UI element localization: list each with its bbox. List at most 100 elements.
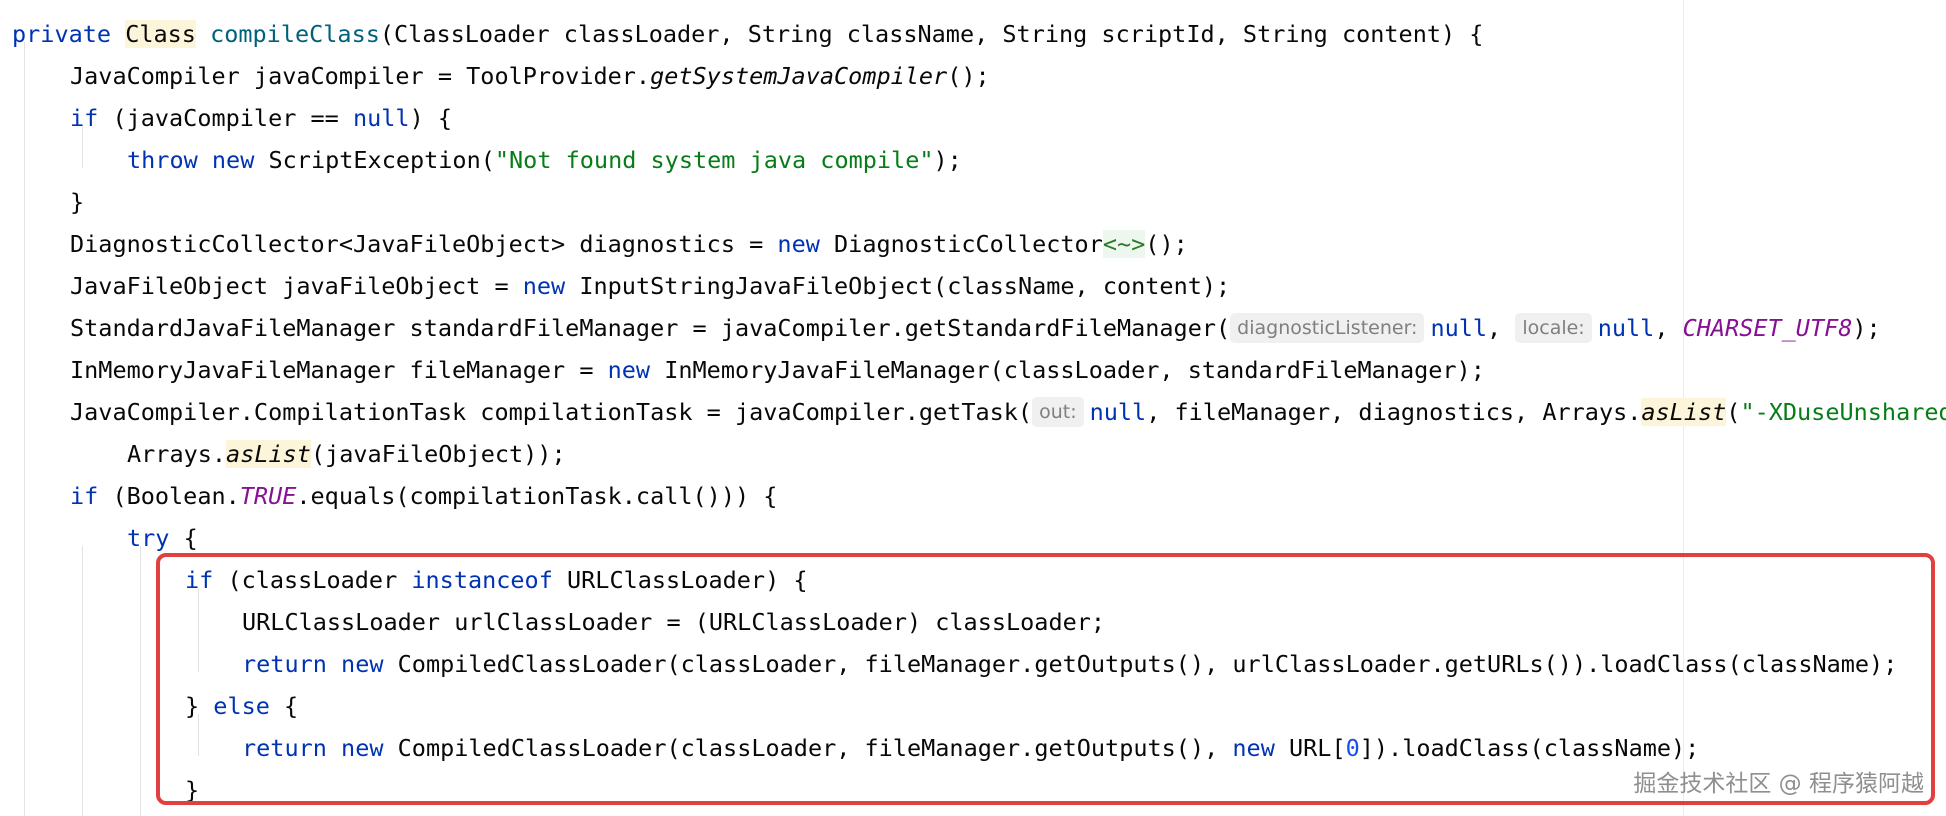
code-line-13[interactable]: try { <box>127 517 198 559</box>
indent-guide <box>82 126 83 168</box>
code-text: ScriptException( <box>254 146 495 174</box>
keyword: return <box>242 650 327 678</box>
code-text: } <box>185 692 214 720</box>
code-text: DiagnosticCollector <box>819 230 1103 258</box>
watermark: 掘金技术社区 @ 程序猿阿越 <box>1633 771 1924 797</box>
keyword: new <box>341 650 384 678</box>
parameter-hint: locale: <box>1515 313 1592 343</box>
code-text: } <box>70 188 85 216</box>
indent-guide <box>24 42 25 816</box>
code-line-11[interactable]: Arrays.asList(javaFileObject)); <box>127 433 566 475</box>
indent-guide <box>198 588 199 672</box>
method-name: compileClass <box>210 20 380 48</box>
number-literal: 0 <box>1345 734 1360 762</box>
code-text: JavaFileObject javaFileObject = <box>70 272 523 300</box>
code-line-16[interactable]: return new CompiledClassLoader(classLoad… <box>242 643 1897 685</box>
code-line-1[interactable]: private Class compileClass(ClassLoader c… <box>12 13 1483 55</box>
code-text: (ClassLoader classLoader, String classNa… <box>379 20 1484 48</box>
code-text: InputStringJavaFileObject(className, con… <box>565 272 1231 300</box>
code-text: ) { <box>409 104 453 132</box>
code-text: URL[ <box>1274 734 1346 762</box>
code-text: { <box>169 524 198 552</box>
keyword: new <box>341 734 384 762</box>
code-line-7[interactable]: JavaFileObject javaFileObject = new Inpu… <box>70 265 1230 307</box>
indent-guide <box>198 714 199 756</box>
code-line-5[interactable]: } <box>70 181 84 223</box>
keyword: null <box>1597 314 1655 342</box>
code-text: ( <box>1726 398 1741 426</box>
code-text: , <box>1487 314 1516 342</box>
code-text: ]).loadClass(className); <box>1359 734 1700 762</box>
keyword: throw <box>127 146 198 174</box>
code-text: JavaCompiler.CompilationTask compilation… <box>70 398 1033 426</box>
keyword: private <box>12 20 126 48</box>
code-text: , <box>1654 314 1683 342</box>
folded-diamond[interactable]: <~> <box>1102 230 1146 258</box>
keyword: null <box>1430 314 1488 342</box>
keyword: return <box>242 734 327 762</box>
code-text: (javaCompiler == <box>98 104 353 132</box>
code-text: Arrays. <box>127 440 227 468</box>
static-field: TRUE <box>239 482 297 510</box>
parameter-hint: out: <box>1032 397 1084 427</box>
type-name: Class <box>125 20 196 48</box>
code-line-3[interactable]: if (javaCompiler == null) { <box>70 97 452 139</box>
code-text: CompiledClassLoader(classLoader, fileMan… <box>383 650 1898 678</box>
code-text: InMemoryJavaFileManager fileManager = <box>70 356 608 384</box>
code-text: InMemoryJavaFileManager(classLoader, sta… <box>650 356 1485 384</box>
static-method-call: getSystemJavaCompiler <box>650 62 948 90</box>
static-method-call: asList <box>226 440 311 468</box>
code-text: (Boolean. <box>98 482 240 510</box>
code-line-10[interactable]: JavaCompiler.CompilationTask compilation… <box>70 391 1946 433</box>
code-line-9[interactable]: InMemoryJavaFileManager fileManager = ne… <box>70 349 1485 391</box>
static-field: CHARSET_UTF8 <box>1682 314 1853 342</box>
code-text: URLClassLoader) { <box>552 566 808 594</box>
static-method-call: asList <box>1641 398 1727 426</box>
code-line-15[interactable]: URLClassLoader urlClassLoader = (URLClas… <box>242 601 1105 643</box>
keyword: new <box>777 230 820 258</box>
keyword: new <box>522 272 566 300</box>
keyword: else <box>213 692 270 720</box>
parameter-hint: diagnosticListener: <box>1230 313 1425 343</box>
keyword: instanceof <box>411 566 553 594</box>
code-line-14[interactable]: if (classLoader instanceof URLClassLoade… <box>185 559 808 601</box>
code-text: (); <box>1145 230 1188 258</box>
code-line-18[interactable]: return new CompiledClassLoader(classLoad… <box>242 727 1699 769</box>
code-text: StandardJavaFileManager standardFileMana… <box>70 314 1231 342</box>
code-text: } <box>185 776 200 804</box>
keyword: if <box>70 104 99 132</box>
code-line-8[interactable]: StandardJavaFileManager standardFileMana… <box>70 307 1881 349</box>
keyword: null <box>1089 398 1147 426</box>
code-text: URLClassLoader urlClassLoader = (URLClas… <box>242 608 1106 636</box>
keyword: new <box>1232 734 1275 762</box>
code-text: ); <box>1852 314 1881 342</box>
code-text: (); <box>947 62 990 90</box>
code-text: JavaCompiler javaCompiler = ToolProvider… <box>70 62 651 90</box>
keyword: new <box>607 356 651 384</box>
code-text: ); <box>933 146 962 174</box>
code-text: DiagnosticCollector<JavaFileObject> diag… <box>70 230 778 258</box>
indent-guide <box>82 546 83 816</box>
keyword: new <box>211 146 255 174</box>
code-text: (javaFileObject)); <box>310 440 566 468</box>
code-line-17[interactable]: } else { <box>185 685 298 727</box>
code-text: CompiledClassLoader(classLoader, fileMan… <box>383 734 1233 762</box>
code-text: { <box>269 692 299 720</box>
code-text: .equals(compilationTask.call())) { <box>296 482 778 510</box>
indent-guide <box>140 546 141 816</box>
keyword: if <box>70 482 99 510</box>
string-literal: "Not found system java compile" <box>494 146 934 174</box>
code-line-6[interactable]: DiagnosticCollector<JavaFileObject> diag… <box>70 223 1188 265</box>
code-line-2[interactable]: JavaCompiler javaCompiler = ToolProvider… <box>70 55 990 97</box>
code-line-12[interactable]: if (Boolean.TRUE.equals(compilationTask.… <box>70 475 777 517</box>
string-literal: "-XDuseUnsharedTable" <box>1740 398 1946 426</box>
red-highlight-box <box>156 553 1935 805</box>
keyword: if <box>185 566 214 594</box>
code-text: , fileManager, diagnostics, Arrays. <box>1146 398 1642 426</box>
code-line-19[interactable]: } <box>185 769 199 811</box>
keyword: try <box>127 524 170 552</box>
code-text: (classLoader <box>213 566 412 594</box>
code-line-4[interactable]: throw new ScriptException("Not found sys… <box>127 139 962 181</box>
keyword: null <box>352 104 410 132</box>
